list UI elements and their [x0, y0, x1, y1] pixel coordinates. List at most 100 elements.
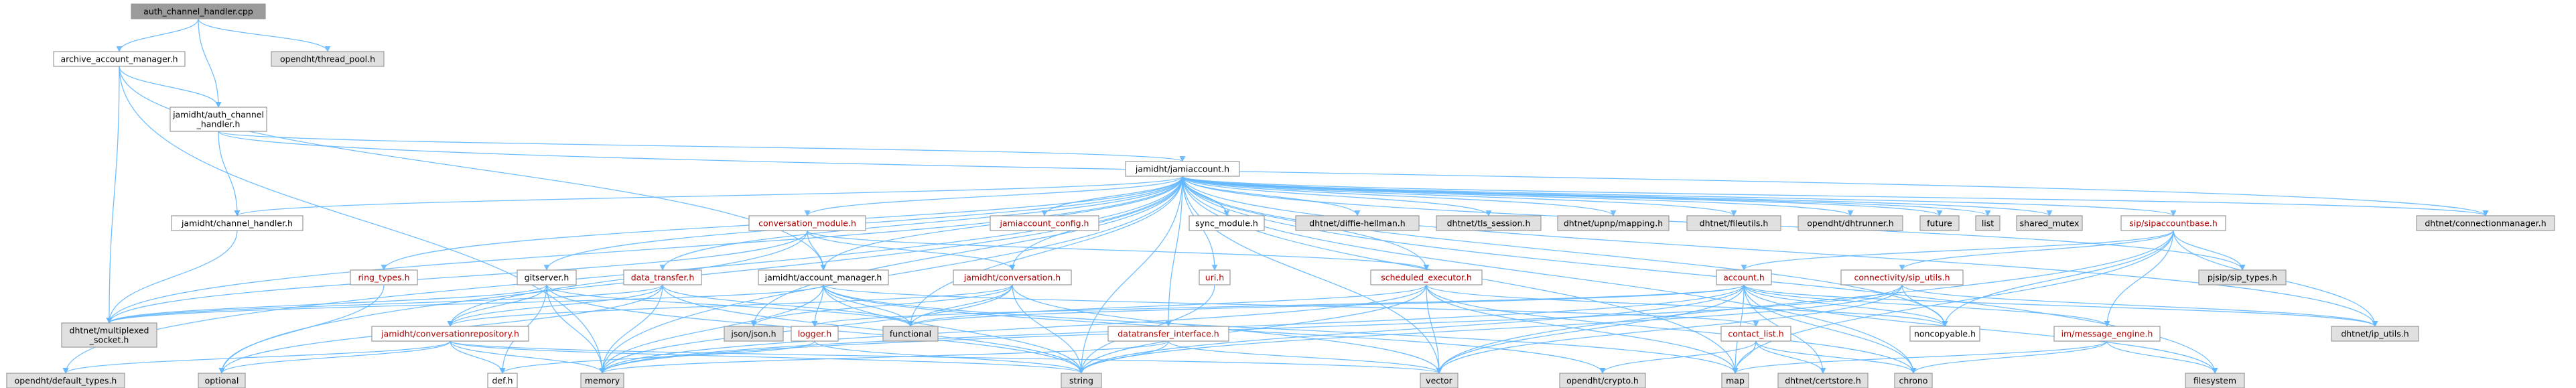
edge-data_transfer-to-multiplexed — [106, 284, 663, 324]
node-box — [1557, 215, 1670, 231]
edges-layer — [62, 18, 2489, 374]
node-box — [350, 269, 418, 285]
node-scheduled-exec[interactable]: scheduled_executor.h — [1370, 269, 1483, 285]
node-label: future — [1927, 218, 1952, 229]
node-noncopyable[interactable]: noncopyable.h — [1909, 326, 1980, 342]
node-sync-module[interactable]: sync_module.h — [1189, 215, 1265, 231]
node-opendht-threadpool: opendht/thread_pool.h — [271, 51, 385, 67]
node-label: dhtnet/diffie-hellman.h — [1309, 218, 1405, 229]
node-conv-module[interactable]: conversation_module.h — [748, 215, 866, 231]
edge-account-to-string — [1078, 284, 1745, 374]
node-label: string — [1069, 376, 1093, 386]
node-label: shared_mutex — [2020, 218, 2080, 229]
edge-jamiaccount-to-conv_module — [804, 176, 1183, 216]
node-box — [1420, 373, 1459, 388]
node-label: jamidht/conversation.h — [963, 273, 1061, 283]
edge-datatransfer_iface-to-string — [1078, 340, 1169, 374]
node-box — [1720, 326, 1791, 342]
node-box — [1716, 269, 1772, 285]
edge-conv_module-to-conversation — [807, 230, 1016, 271]
edge-jamiaccount-to-jsonjson — [750, 176, 1183, 327]
node-uri[interactable]: uri.h — [1199, 269, 1231, 285]
node-label: jamiaccount_config.h — [1000, 218, 1089, 229]
node-jami-config[interactable]: jamiaccount_config.h — [990, 215, 1099, 231]
edge-conversation-to-functional — [907, 284, 1013, 327]
edge-contact_list-to-crypto — [1599, 340, 1757, 374]
edge-conv_repo-to-memory — [450, 340, 606, 374]
edge-account-to-im_msg_engine — [1743, 284, 2110, 327]
node-def[interactable]: def.h — [487, 373, 518, 388]
edge-conn_sip_utils-to-vector — [1436, 284, 1903, 374]
edge-jamiaccount-to-channel_handler — [234, 176, 1183, 216]
node-data-transfer[interactable]: data_transfer.h — [623, 269, 702, 285]
node-tls-session: dhtnet/tls_session.h — [1436, 215, 1542, 231]
node-box — [1919, 215, 1960, 231]
edge-sipaccountbase-to-noncopyable — [1942, 230, 2174, 327]
edge-conversation-to-jsonjson — [750, 284, 1013, 327]
node-contact-list[interactable]: contact_list.h — [1720, 326, 1791, 342]
node-gitserver[interactable]: gitserver.h — [517, 269, 577, 285]
node-box — [53, 51, 186, 67]
node-channel-handler[interactable]: jamidht/channel_handler.h — [171, 215, 303, 231]
edge-auth_handler-to-channel_handler — [218, 131, 241, 216]
node-label: dhtnet/multiplexed — [70, 326, 149, 336]
edge-conn_sip_utils-to-noncopyable — [1901, 284, 1948, 327]
node-conv-repo[interactable]: jamidht/conversationrepository.h — [371, 326, 529, 342]
node-ring-types[interactable]: ring_types.h — [350, 269, 418, 285]
node-box — [61, 322, 157, 348]
node-label: optional — [205, 376, 239, 386]
edge-jamiaccount-to-functional — [907, 176, 1183, 327]
node-logger[interactable]: logger.h — [791, 326, 839, 342]
node-multiplexed: dhtnet/multiplexed_socket.h — [61, 322, 157, 348]
node-box — [1295, 215, 1420, 231]
node-label: conversation_module.h — [758, 218, 856, 229]
node-jamiaccount[interactable]: jamidht/jamiaccount.h — [1125, 161, 1240, 177]
node-box — [748, 215, 866, 231]
edge-conversation-to-string — [1012, 284, 1085, 374]
edge-jamiaccount-to-memory — [599, 176, 1183, 374]
node-account[interactable]: account.h — [1716, 269, 1772, 285]
node-label: _handler.h — [196, 119, 241, 129]
edge-jamiaccount-to-tls_session — [1182, 176, 1492, 216]
edge-sipaccountbase-to-account — [1741, 230, 2174, 271]
node-box — [1721, 373, 1749, 388]
node-conn-sip-utils[interactable]: connectivity/sip_utils.h — [1840, 269, 1964, 285]
node-functional: functional — [882, 326, 939, 342]
node-label: auth_channel_handler.cpp — [143, 7, 253, 17]
edge-datatransfer_iface-to-memory — [599, 340, 1169, 374]
node-datatransfer-iface[interactable]: datatransfer_interface.h — [1107, 326, 1229, 342]
edge-data_transfer-to-conv_repo — [447, 284, 663, 327]
node-chrono: chrono — [1894, 373, 1933, 388]
node-box — [882, 326, 939, 342]
edge-sync_module-to-jamiaccount — [1179, 176, 1227, 216]
node-label: data_transfer.h — [631, 273, 695, 283]
edge-logger-to-string — [814, 340, 1085, 374]
node-box — [2198, 269, 2287, 285]
node-label: memory — [585, 376, 620, 386]
node-conversation[interactable]: jamidht/conversation.h — [953, 269, 1072, 285]
node-label: jamidht/auth_channel — [172, 110, 264, 120]
node-box — [6, 373, 125, 388]
edge-scheduled_exec-to-functional — [907, 284, 1427, 327]
node-sipaccountbase[interactable]: sip/sipaccountbase.h — [2120, 215, 2226, 231]
node-im-msg-engine[interactable]: im/message_engine.h — [2053, 326, 2161, 342]
node-box — [1777, 373, 1869, 388]
node-label: datatransfer_interface.h — [1117, 329, 1219, 339]
node-root[interactable]: auth_channel_handler.cpp — [131, 3, 266, 19]
node-archive[interactable]: archive_account_manager.h — [53, 51, 186, 67]
node-box — [1559, 373, 1646, 388]
node-label: im/message_engine.h — [2061, 329, 2153, 339]
node-account-manager[interactable]: jamidht/account_manager.h — [758, 269, 889, 285]
edge-account_manager-to-map — [823, 284, 1739, 374]
node-list: list — [1975, 215, 2001, 231]
edge-gitserver-to-conv_repo — [447, 284, 547, 327]
edge-sipaccountbase-to-conn_sip_utils — [1899, 230, 2174, 271]
edge-jamiaccount-to-jami_config — [1041, 176, 1183, 216]
edge-jamiaccount-to-data_transfer — [659, 176, 1183, 271]
node-box — [791, 326, 839, 342]
node-box — [2053, 326, 2161, 342]
node-auth-handler[interactable]: jamidht/auth_channel_handler.h — [170, 107, 267, 132]
node-label: dhtnet/fileutils.h — [1700, 218, 1769, 229]
node-label: uri.h — [1205, 273, 1224, 283]
edge-data_transfer-to-string — [662, 284, 1085, 374]
